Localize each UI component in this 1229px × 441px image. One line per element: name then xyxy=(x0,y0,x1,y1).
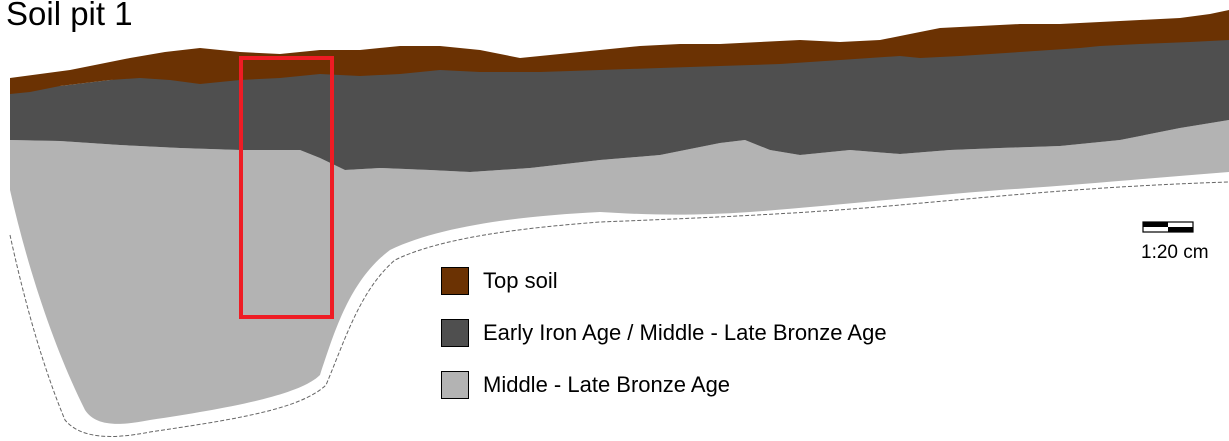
legend-label: Top soil xyxy=(483,268,558,293)
legend-swatch-early-iron-age xyxy=(441,319,469,347)
legend-swatch-middle-late-bronze-age xyxy=(441,371,469,399)
legend-item-top-soil: Top soil xyxy=(441,266,558,296)
legend-item-early-iron-age: Early Iron Age / Middle - Late Bronze Ag… xyxy=(441,318,887,348)
scale-bar-graphic xyxy=(1142,221,1194,233)
legend-label: Early Iron Age / Middle - Late Bronze Ag… xyxy=(483,320,887,345)
legend-swatch-top-soil xyxy=(441,267,469,295)
layer-middle-late-bronze-age xyxy=(10,120,1229,424)
legend-label: Middle - Late Bronze Age xyxy=(483,372,731,397)
layer-top-soil xyxy=(10,10,1229,94)
pit-outer-boundary xyxy=(9,181,1229,437)
legend-item-middle-late-bronze-age: Middle - Late Bronze Age xyxy=(441,370,730,400)
page-title: Soil pit 1 xyxy=(6,0,133,32)
layer-early-iron-age xyxy=(10,26,1229,172)
highlight-rectangle xyxy=(239,56,334,319)
scale-bar-label: 1:20 cm xyxy=(1141,242,1209,263)
